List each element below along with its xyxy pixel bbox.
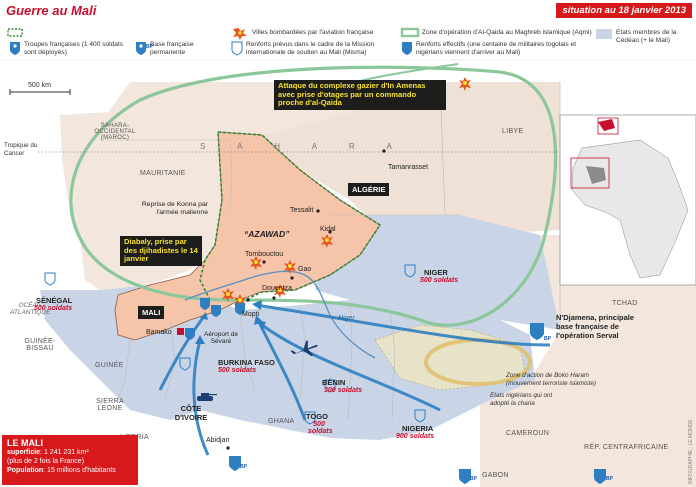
info-population-label: Population bbox=[7, 467, 44, 474]
river-niger-label: Niger bbox=[338, 315, 355, 322]
note-diabaly: Diabaly, prise par des djihadistes le 14… bbox=[120, 236, 202, 266]
country-niger: NIGER bbox=[424, 268, 448, 277]
niger-region bbox=[315, 215, 560, 330]
country-senegal: SÉNÉGAL bbox=[36, 296, 73, 305]
troop-markers bbox=[185, 298, 606, 484]
soldiers-niger: 500 soldats bbox=[420, 277, 459, 284]
niger-river bbox=[184, 270, 376, 359]
city-tessalit: Tessalit bbox=[290, 207, 314, 214]
page-title: Guerre au Mali bbox=[6, 3, 97, 18]
misma-markers bbox=[44, 264, 426, 425]
tropic-label: Tropique du Cancer bbox=[4, 142, 38, 157]
legend-cedeao-label: Etats membres de la Cédéao (+ le Mali) bbox=[616, 29, 677, 44]
city-tamanrasset: Tamanrasset bbox=[388, 164, 429, 171]
algeria-land bbox=[262, 82, 560, 232]
sahara-label: S A H A R A bbox=[200, 142, 407, 151]
country-mauritanie: MAURITANIE bbox=[140, 170, 186, 177]
date-badge: situation au 18 janvier 2013 bbox=[556, 3, 692, 18]
country-algerie: ALGÉRIE bbox=[348, 183, 390, 196]
legend-cedeao-swatch bbox=[596, 29, 612, 39]
scale-label: 500 km bbox=[28, 82, 51, 89]
country-rca: RÉP. CENTRAFRICAINE bbox=[584, 444, 669, 451]
legend-bomb-icon bbox=[233, 28, 247, 40]
info-title: LE MALI bbox=[7, 438, 43, 448]
soldiers-burkina: 500 soldats bbox=[218, 367, 257, 374]
soldiers-benin: 300 soldats bbox=[324, 387, 363, 394]
ocean-label: OCÉAN ATLANTIQUE bbox=[10, 302, 51, 316]
country-cameroun: CAMEROUN bbox=[506, 430, 550, 437]
country-tchad: TCHAD bbox=[612, 300, 638, 307]
legend-aqmi-label: Zone d'opération d'Al-Qaida au Maghreb i… bbox=[422, 29, 592, 36]
bp-gabon-label: BP bbox=[470, 476, 477, 482]
country-guinee-bissau: GUINÉE-BISSAU bbox=[24, 338, 56, 352]
note-konna: Reprise de Konna par l'armée malienne bbox=[141, 201, 208, 216]
azawad-label: “AZAWAD” bbox=[244, 229, 290, 239]
info-population: Population: 15 millions d'habitants bbox=[7, 466, 133, 475]
city-kidal: Kidal bbox=[320, 226, 336, 233]
city-tombouctou: Tombouctou bbox=[245, 251, 284, 258]
country-guinee: GUINÉE bbox=[95, 362, 124, 369]
city-mopti: Mopti bbox=[242, 311, 260, 318]
legend-troops-label: Troupes françaises (1 400 soldats sont d… bbox=[24, 41, 124, 56]
legend-villes-label: Villes bombardées par l'aviation françai… bbox=[252, 29, 374, 36]
country-nigeria: NIGERIA bbox=[402, 424, 434, 433]
country-mali: MALI bbox=[138, 306, 165, 319]
legend-renforts-label: Renforts effectifs (une centaine de mili… bbox=[416, 41, 577, 56]
bp-ndjamena-label: BP bbox=[544, 336, 551, 342]
note-boko-haram: Zone d'action de Boko Haram (mouvement t… bbox=[506, 372, 596, 387]
mali-info-box: LE MALI superficie: 1 241 231 km² (plus … bbox=[2, 435, 138, 485]
note-ndjamena: N'Djamena, principale base française de … bbox=[556, 313, 635, 340]
country-cote-ivoire: CÔTE D'IVOIRE bbox=[174, 404, 208, 422]
country-sahara-occ: SAHARA-OCCIDENTAL (MAROC) bbox=[94, 123, 136, 141]
bp-rca-label: BP bbox=[606, 476, 613, 482]
inset-africa-map bbox=[559, 114, 696, 286]
info-population-value: : 15 millions d'habitants bbox=[43, 467, 116, 474]
bamako-capital-marker bbox=[177, 328, 184, 335]
country-gabon: GABON bbox=[482, 472, 509, 479]
bp-abidjan-label: BP bbox=[240, 464, 247, 470]
legend-renforts-icon bbox=[402, 42, 412, 55]
info-superficie-label: superficie bbox=[7, 449, 41, 456]
city-aeroport: Aéroport de Sévaré bbox=[204, 331, 238, 345]
country-sierra-leone: SIERRA LEONE bbox=[96, 398, 124, 412]
soldiers-senegal: 500 soldats bbox=[34, 305, 73, 312]
legend-base-icon bbox=[136, 42, 146, 55]
soldiers-togo: 500 soldats bbox=[308, 421, 333, 435]
city-abidjan: Abidjan bbox=[206, 437, 230, 444]
info-comparison: (plus de 2 fois la France) bbox=[7, 458, 85, 465]
note-charia: Etats nigérians qui ont adopté la charia bbox=[490, 392, 553, 407]
rebel-territory-outline bbox=[199, 131, 382, 301]
country-benin: BÉNIN bbox=[322, 378, 346, 387]
soldiers-nigeria: 900 soldats bbox=[396, 433, 435, 440]
info-superficie: superficie: 1 241 231 km² bbox=[7, 448, 133, 457]
note-in-amenas: Attaque du complexe gazier d'In Amenas a… bbox=[274, 80, 446, 110]
aqmi-zone-outline bbox=[69, 65, 558, 327]
country-burkina: BURKINA FASO bbox=[218, 358, 275, 367]
country-libye: LIBYE bbox=[502, 128, 524, 135]
city-gao: Gao bbox=[298, 266, 312, 273]
arrow-heads bbox=[195, 300, 266, 344]
country-togo: TOGO bbox=[306, 412, 328, 421]
plane-icon bbox=[290, 340, 319, 357]
city-douentza: Douentza bbox=[262, 285, 292, 292]
legend-base-label: Base française permanente bbox=[150, 41, 194, 56]
tank-icon bbox=[197, 393, 217, 401]
bp-legend-label: BP bbox=[146, 44, 153, 50]
info-superficie-value: : 1 241 231 km² bbox=[40, 449, 89, 456]
bombing-markers bbox=[222, 77, 471, 308]
legend-misma-label: Renforts prévus dans le cadre de la Miss… bbox=[246, 41, 375, 56]
legend-troops-icon bbox=[10, 42, 20, 55]
city-dots bbox=[226, 149, 386, 450]
credit-label: INFOGRAPHIE : LE MONDE bbox=[688, 419, 694, 484]
legend-misma-icon bbox=[231, 41, 243, 56]
chad-region bbox=[480, 235, 696, 487]
legend-territory-symbol bbox=[7, 28, 23, 37]
country-ghana: GHANA bbox=[268, 418, 295, 425]
city-bamako: Bamako bbox=[146, 329, 172, 336]
legend-aqmi-symbol bbox=[400, 27, 420, 38]
